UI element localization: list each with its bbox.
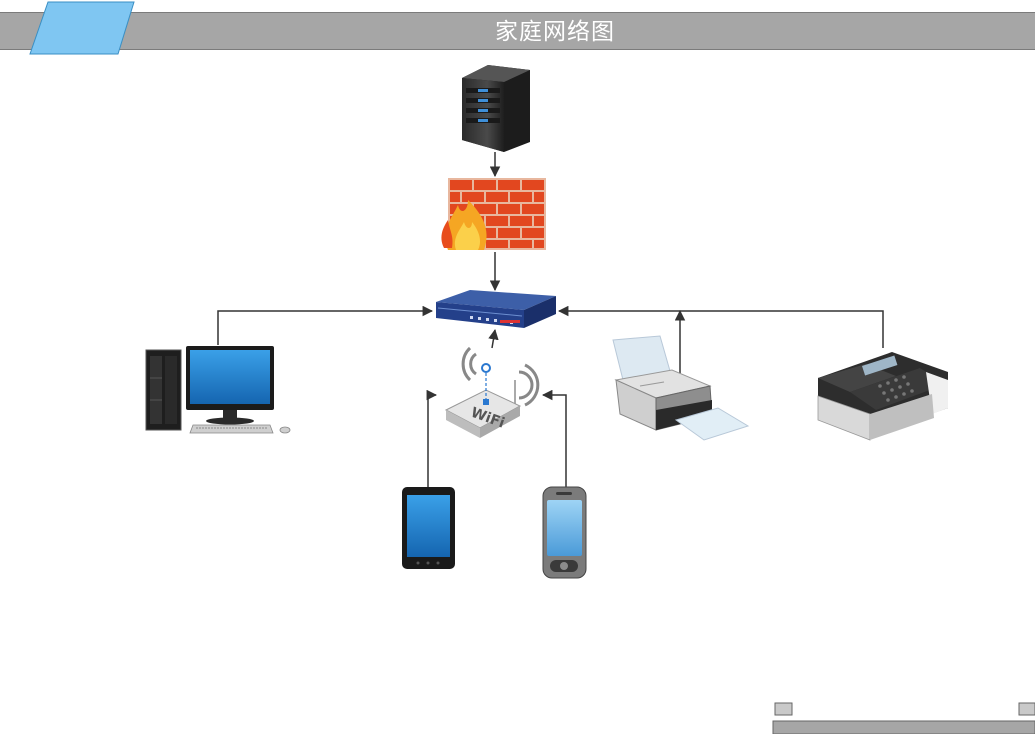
server-icon — [462, 65, 530, 152]
page-title: 家庭网络图 — [495, 19, 615, 45]
router-icon — [436, 290, 556, 328]
connectors — [217, 152, 884, 487]
title-badge — [29, 1, 135, 55]
title-bar — [0, 12, 1035, 50]
printer-icon — [612, 335, 750, 441]
tablet-icon — [402, 487, 455, 569]
fax-icon — [817, 352, 948, 441]
footer-bar — [772, 702, 1035, 734]
firewall-icon — [441, 178, 546, 250]
wifi-router-icon: WiFi — [444, 346, 540, 438]
desktop-computer-icon — [145, 346, 291, 434]
smartphone-icon — [542, 486, 587, 579]
